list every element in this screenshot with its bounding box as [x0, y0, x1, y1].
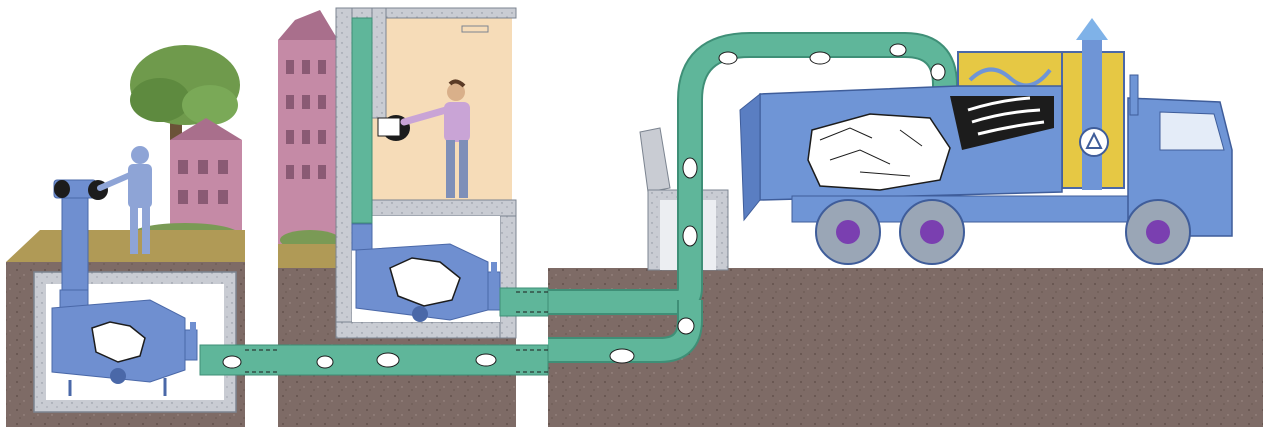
filter-unit — [958, 52, 1062, 88]
wheel — [816, 200, 880, 264]
building-icon — [170, 118, 242, 235]
wheel — [900, 200, 964, 264]
building-icon — [278, 10, 338, 245]
collection-section — [548, 18, 1263, 427]
concrete-floor — [372, 200, 516, 216]
concrete-wall — [336, 8, 352, 338]
wheel — [1126, 200, 1190, 264]
exhaust-arrow-icon — [1076, 18, 1108, 40]
waste-chute — [352, 18, 372, 223]
pavement — [6, 230, 245, 262]
